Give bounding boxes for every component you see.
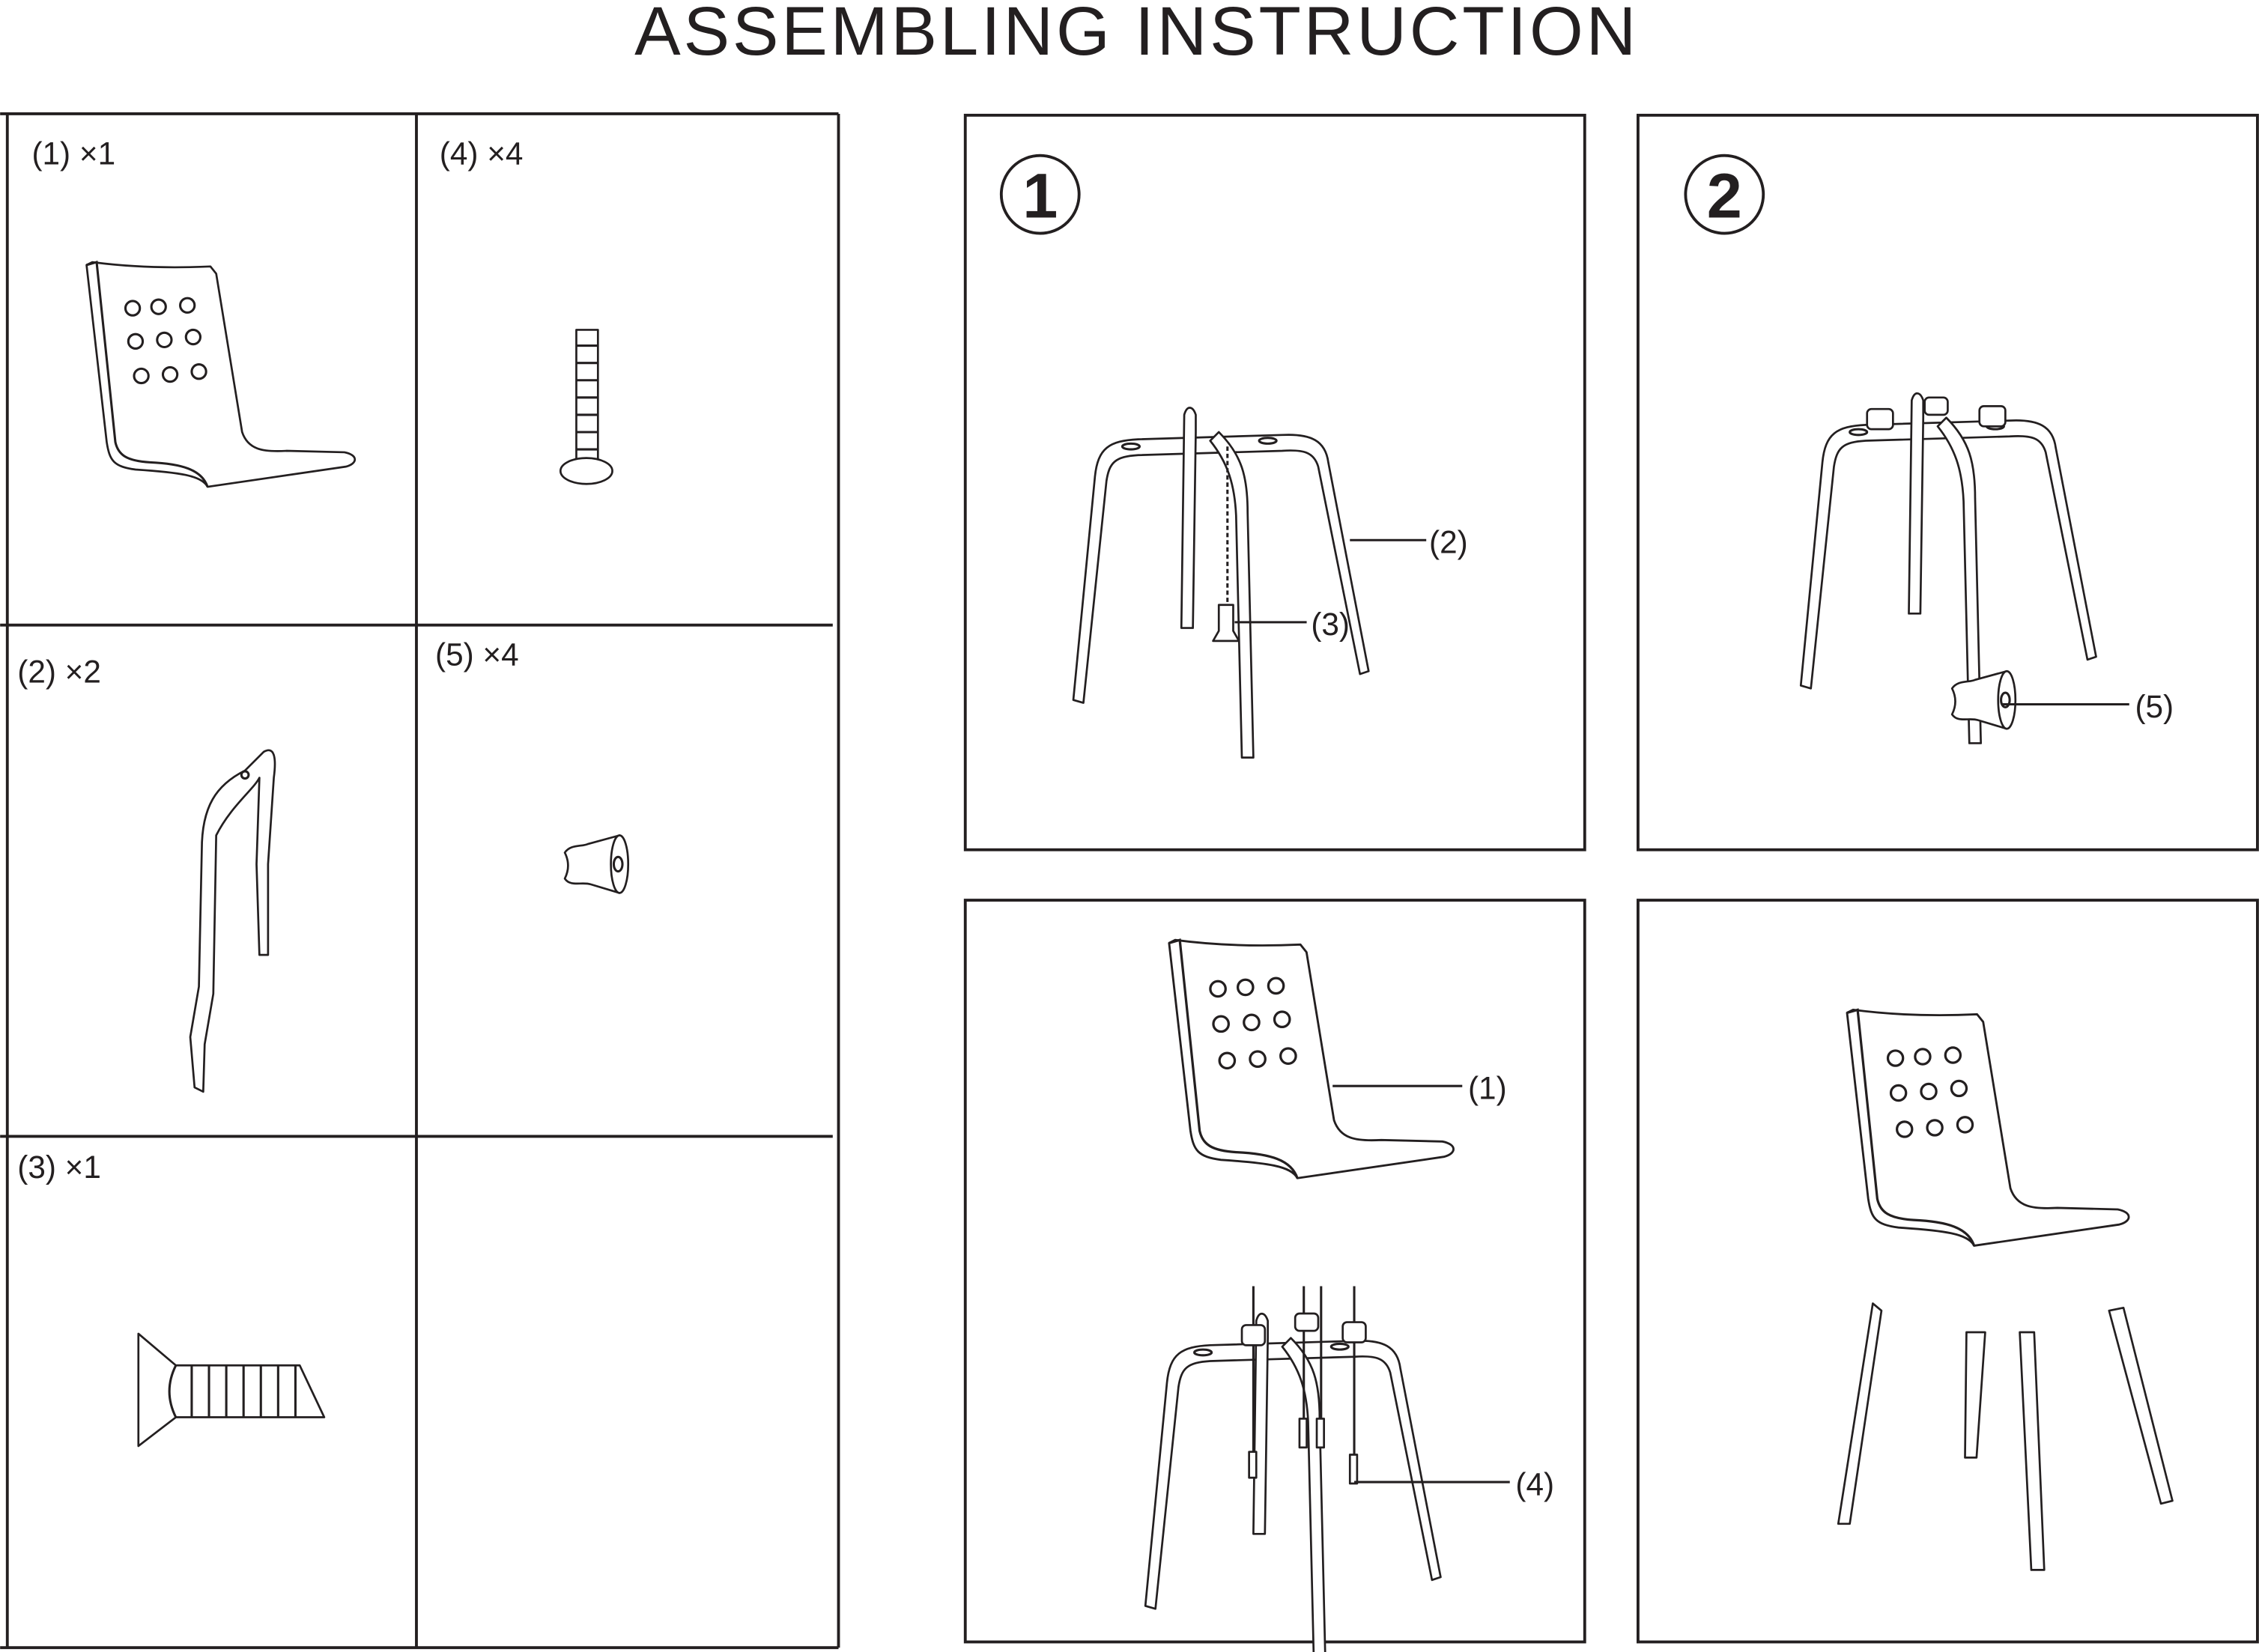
callout-3: (3) xyxy=(1311,607,1350,642)
step-3-seat-shell xyxy=(1168,938,1455,1179)
svg-text:2: 2 xyxy=(1707,160,1742,231)
callout-5: (5) xyxy=(2135,689,2174,724)
parts-grid xyxy=(0,112,840,1650)
step-2-badge: 2 xyxy=(1684,154,1765,235)
step-1-screw xyxy=(1212,446,1240,643)
callout-2: (2) xyxy=(1429,525,1468,560)
step-2-panel xyxy=(1636,113,2259,851)
step-1-panel xyxy=(963,113,1586,851)
step-1-badge: 1 xyxy=(999,154,1081,235)
callout-4: (4) xyxy=(1515,1466,1554,1501)
step-4-panel xyxy=(1636,899,2259,1644)
step-3-panel xyxy=(963,899,1586,1644)
callout-1: (1) xyxy=(1468,1070,1507,1105)
seat-shell-illustration xyxy=(85,261,357,488)
part-label-5: (5) ×4 xyxy=(435,637,519,672)
part-label-1: (1) ×1 xyxy=(31,136,115,171)
part-label-2: (2) ×2 xyxy=(17,655,101,690)
step-2-leg-frames xyxy=(1799,392,2098,744)
page-title: ASSEMBLING INSTRUCTION xyxy=(634,0,1639,70)
step-2-connector-cap xyxy=(1950,669,2017,730)
assembled-chair xyxy=(1837,1008,2174,1571)
bolt-illustration xyxy=(559,329,613,485)
step-3-bolts xyxy=(1240,1286,1367,1485)
part-label-4: (4) ×4 xyxy=(440,136,524,171)
svg-text:1: 1 xyxy=(1022,160,1058,231)
connector-cap-illustration xyxy=(563,833,630,894)
leg-frame-illustration xyxy=(189,749,276,1093)
step-1-leg-frames xyxy=(1072,406,1370,759)
part-label-3: (3) ×1 xyxy=(17,1150,101,1185)
screw-illustration xyxy=(137,1332,326,1448)
step-2-top-caps xyxy=(1866,396,2007,431)
